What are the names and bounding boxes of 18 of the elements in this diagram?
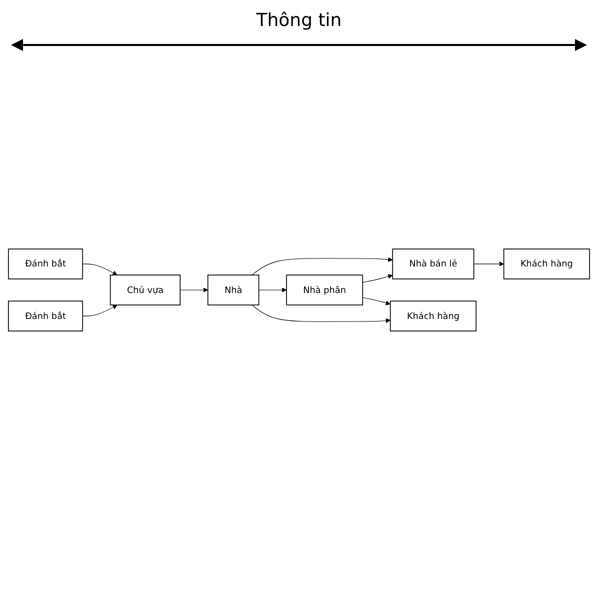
node-box: Nhà — [207, 274, 260, 306]
arrow — [474, 262, 504, 266]
arrow — [252, 257, 393, 276]
arrow — [82, 264, 118, 276]
arrow — [258, 288, 287, 292]
node-box: Nhà phân — [286, 274, 364, 306]
node-box: Đánh bắt — [8, 300, 84, 332]
arrow — [180, 288, 208, 292]
node-box: Chủ vựa — [110, 274, 181, 306]
arrow — [252, 304, 391, 324]
node-box: Khách hàng — [503, 248, 590, 280]
arrow — [362, 274, 393, 283]
arrow-label: Thông tin — [256, 10, 342, 31]
node-box: Khách hàng — [390, 300, 476, 332]
node-box: Nhà bán lẻ — [392, 248, 474, 280]
arrow — [362, 297, 391, 306]
arrow — [82, 304, 118, 316]
node-box: Đánh bắt — [8, 248, 84, 280]
